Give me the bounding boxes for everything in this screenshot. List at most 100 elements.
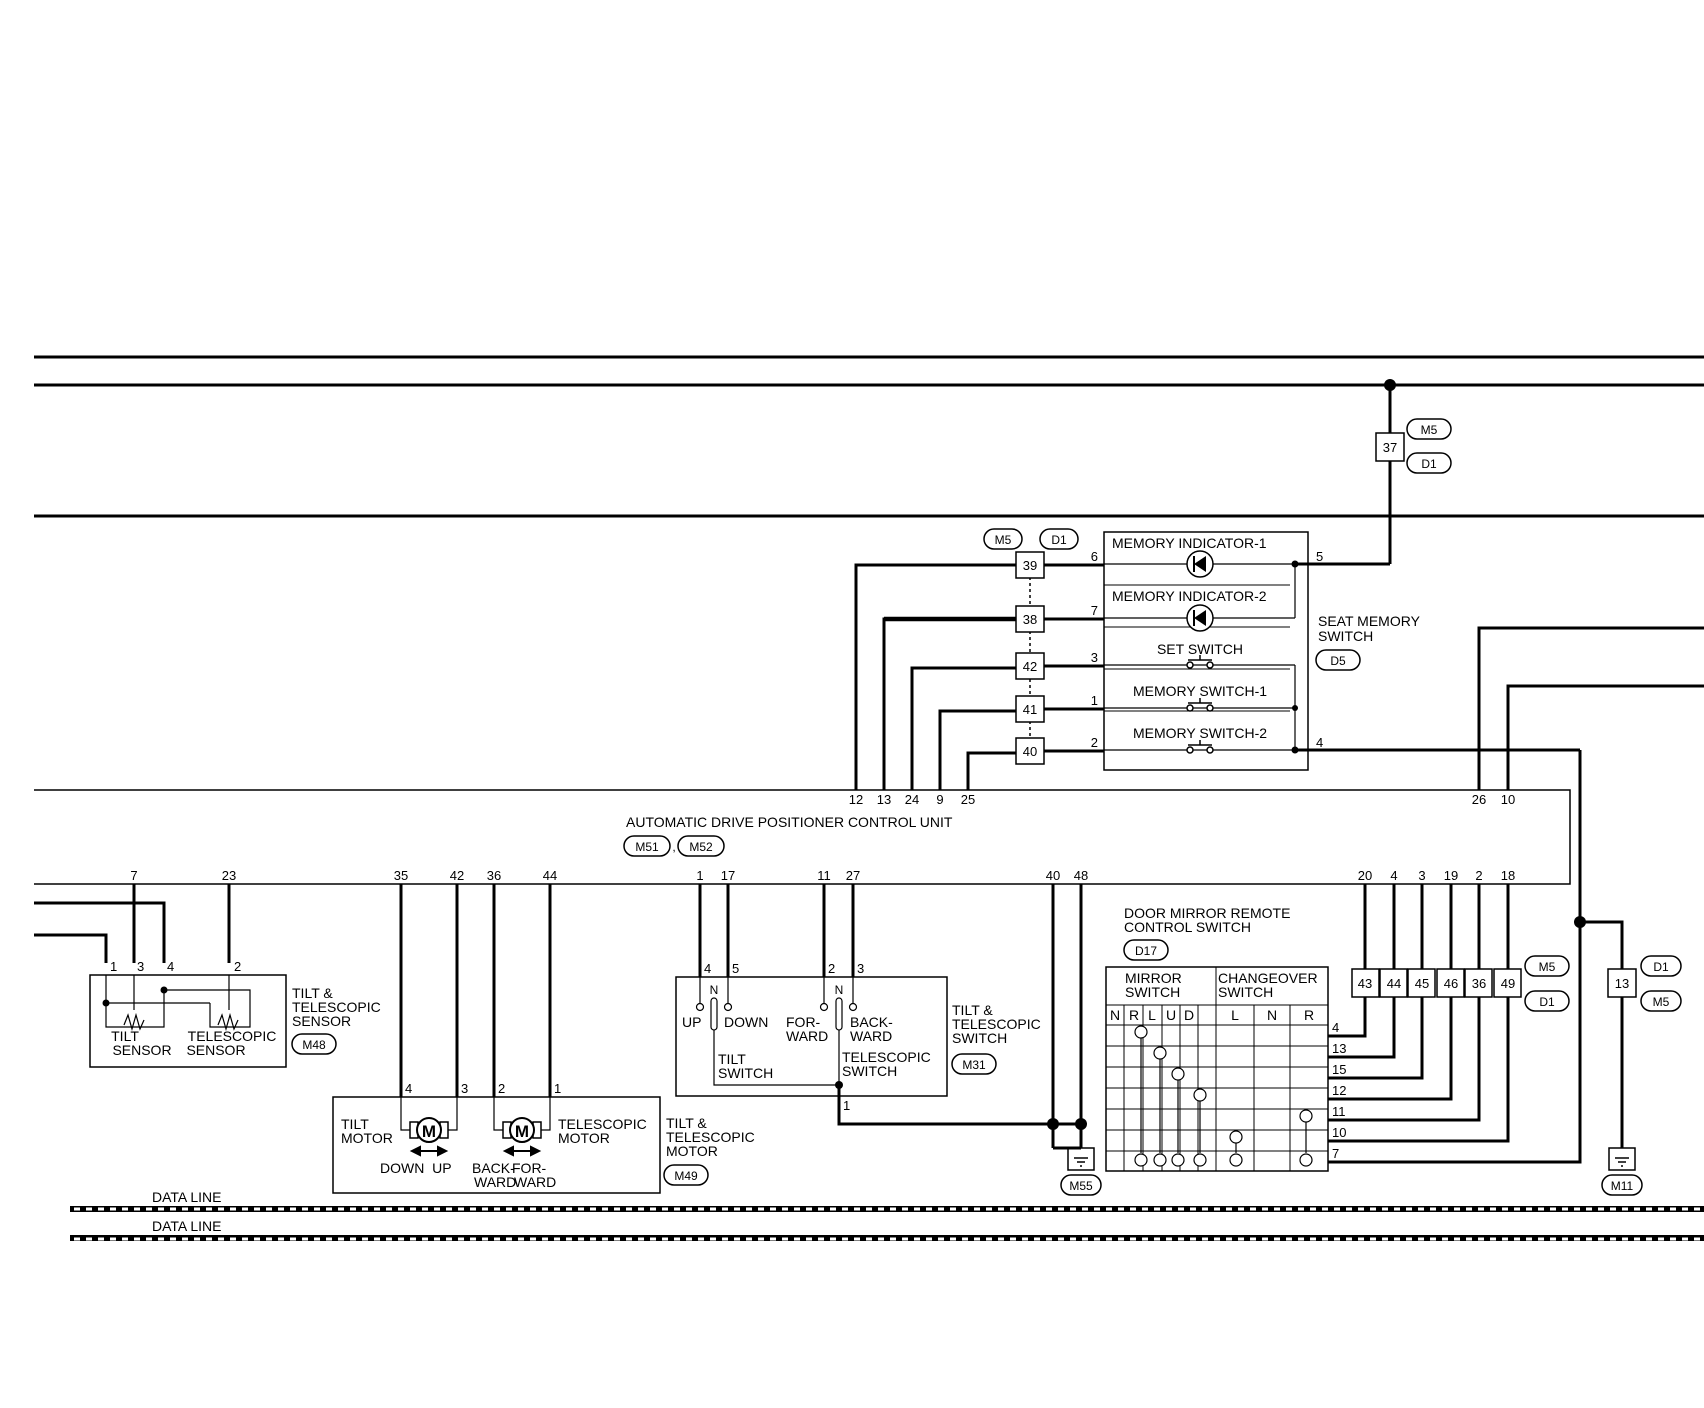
component-title: TILT & (666, 1115, 707, 1131)
sub-label: TILT (718, 1051, 746, 1067)
pin: 5 (1316, 549, 1323, 564)
pin: 13 (1332, 1041, 1346, 1056)
sub-label: TILT (111, 1028, 139, 1044)
sub-label: WARD (850, 1028, 892, 1044)
pin: 7 (1332, 1146, 1339, 1161)
pin: 9 (936, 792, 943, 807)
pin: 45 (1415, 976, 1429, 991)
tilt-tele-sensor: 1 3 4 2 TILT SENSOR TELESCOPIC SENSOR TI… (89, 959, 381, 1068)
component-title: DOOR MIRROR REMOTE (1124, 905, 1290, 921)
pin: 6 (1091, 549, 1098, 564)
pin: 3 (461, 1081, 468, 1096)
row-label: MEMORY INDICATOR-2 (1112, 588, 1267, 604)
column-label: R (1304, 1007, 1314, 1023)
pin: 1 (1091, 693, 1098, 708)
pin: 15 (1332, 1062, 1346, 1077)
connector-tag: D17 (1135, 944, 1157, 958)
pin: 25 (961, 792, 975, 807)
direction-label: WARD (474, 1174, 516, 1190)
header-connector-37: 37 M5 D1 (1375, 379, 1452, 564)
sub-label: SENSOR (112, 1042, 171, 1058)
pin: 10 (1332, 1125, 1346, 1140)
row-label: MEMORY SWITCH-1 (1133, 683, 1267, 699)
pin: 4 (704, 961, 711, 976)
pin: 13 (1615, 976, 1629, 991)
pin: 42 (1023, 659, 1037, 674)
svg-text:,: , (672, 840, 675, 854)
motor-icon: M (409, 1117, 449, 1143)
direction-label: BACK- (472, 1160, 515, 1176)
connector-tag: D1 (1051, 533, 1067, 547)
connector-tag: M52 (689, 840, 713, 854)
wires-memory (854, 563, 1104, 790)
connector-tag: M48 (302, 1038, 326, 1052)
ground-icon: M55 (1053, 1146, 1102, 1196)
sub-label: DOWN (724, 1014, 768, 1030)
pin: 41 (1023, 702, 1037, 717)
connector-tag: D1 (1653, 960, 1669, 974)
push-switch-icon (1186, 655, 1214, 669)
ground-icon: M11 (1601, 1147, 1643, 1196)
connector-tag: M5 (1421, 423, 1438, 437)
column-label: N (1110, 1007, 1120, 1023)
pin: 11 (817, 868, 831, 883)
pin: 44 (543, 868, 557, 883)
header-label: CHANGEOVER (1218, 970, 1318, 986)
component-title: MOTOR (666, 1143, 718, 1159)
pin: 2 (234, 959, 241, 974)
sub-label: MOTOR (341, 1130, 393, 1146)
row-label: MEMORY SWITCH-2 (1133, 725, 1267, 741)
direction-label: FOR- (512, 1160, 547, 1176)
component-title: TELESCOPIC (292, 999, 381, 1015)
pin: 7 (1091, 603, 1098, 618)
pin: 3 (1418, 868, 1425, 883)
motor-icon: M (502, 1117, 542, 1143)
connector-tag: D5 (1330, 654, 1346, 668)
pin: 17 (721, 868, 735, 883)
sub-label: MOTOR (558, 1130, 610, 1146)
pin: 4 (405, 1081, 412, 1096)
sub-label: SENSOR (186, 1042, 245, 1058)
wires-motor (399, 884, 552, 1097)
component-title: TELESCOPIC (952, 1016, 1041, 1032)
double-arrow-icon (409, 1145, 542, 1157)
pin: 3 (857, 961, 864, 976)
pin: 48 (1074, 868, 1088, 883)
pin: 36 (1472, 976, 1486, 991)
pin: 1 (110, 959, 117, 974)
power-bus (34, 355, 1704, 518)
pin: 1 (554, 1081, 561, 1096)
data-line-label: DATA LINE (152, 1189, 222, 1205)
pin: 44 (1387, 976, 1401, 991)
pin: 35 (394, 868, 408, 883)
column-label: D (1184, 1007, 1194, 1023)
ground-connector-13: 13 D1 M5 (1607, 955, 1682, 1012)
pin: 13 (877, 792, 891, 807)
component-title: CONTROL SWITCH (1124, 919, 1251, 935)
column-label: R (1129, 1007, 1139, 1023)
push-switch-icon (1186, 698, 1214, 712)
pin: 20 (1358, 868, 1372, 883)
pin: 1 (696, 868, 703, 883)
pin: 40 (1023, 744, 1037, 759)
pin: 10 (1501, 792, 1515, 807)
pin: 24 (905, 792, 919, 807)
control-unit-title: AUTOMATIC DRIVE POSITIONER CONTROL UNIT (626, 814, 953, 830)
pin: 26 (1472, 792, 1486, 807)
component-title: SWITCH (952, 1030, 1007, 1046)
pin: 43 (1358, 976, 1372, 991)
neutral-label: N (710, 983, 719, 997)
mirror-switch: DOOR MIRROR REMOTE CONTROL SWITCH D17 MI… (1105, 905, 1346, 1172)
led-icon (1186, 604, 1214, 632)
pin: 18 (1501, 868, 1515, 883)
pin: 2 (828, 961, 835, 976)
pin: 23 (222, 868, 236, 883)
row-label: MEMORY INDICATOR-1 (1112, 535, 1267, 551)
connector-tag: D1 (1421, 457, 1437, 471)
connector-tag: D1 (1539, 995, 1555, 1009)
pin: 5 (732, 961, 739, 976)
connector-tag: M49 (674, 1169, 698, 1183)
joint-connector: 39 38 42 41 40 M5 D1 (983, 528, 1079, 765)
pin-37: 37 (1383, 440, 1397, 455)
